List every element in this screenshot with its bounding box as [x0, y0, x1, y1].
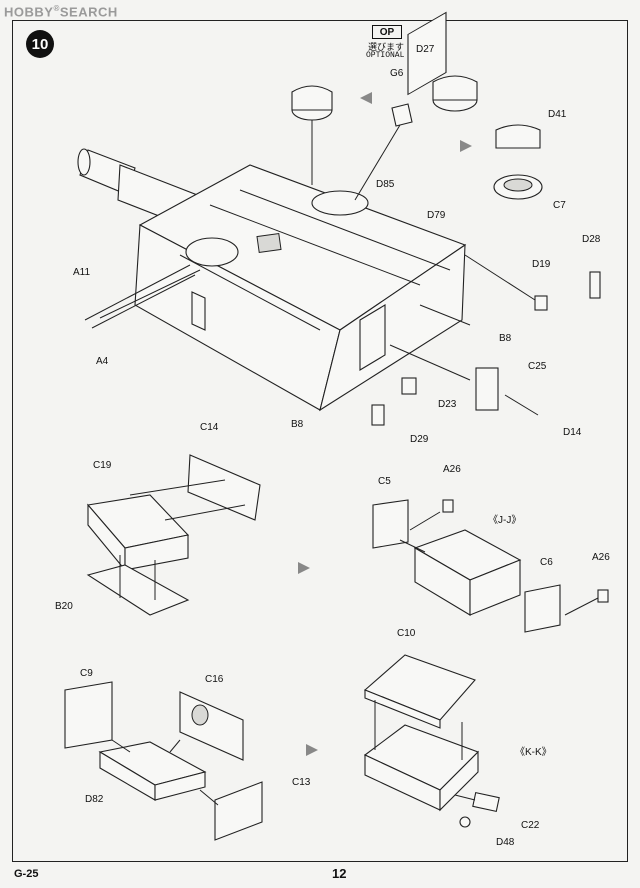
step-number-badge: 10 [26, 30, 54, 58]
side-detail-parts [84, 254, 601, 426]
label-c9: C9 [80, 668, 93, 679]
label-c25: C25 [528, 361, 547, 372]
page-frame [12, 20, 628, 862]
label-c22: C22 [521, 820, 540, 831]
label-d14: D14 [563, 427, 582, 438]
label-kk: 《K-K》 [515, 747, 552, 758]
label-c19: C19 [93, 460, 112, 471]
page-number: 12 [332, 866, 347, 881]
optional-japanese: 選びます [368, 42, 405, 52]
optional-english: OPTIONAL [366, 51, 405, 60]
box-jj-assembly [372, 499, 609, 633]
registered-mark: ® [53, 4, 60, 13]
label-c5: C5 [378, 476, 391, 487]
optional-badge-text: OP [379, 26, 395, 38]
label-c6: C6 [540, 557, 553, 568]
watermark-brand: HOBBY [4, 4, 54, 20]
storage-box-c19-assembly [86, 454, 261, 616]
label-b8-right: B8 [499, 333, 512, 344]
label-jj: 《J-J》 [488, 515, 522, 526]
label-d41: D41 [548, 109, 567, 120]
cupola-parts [291, 75, 543, 201]
label-d85: D85 [376, 179, 395, 190]
optional-badge: OP [372, 25, 402, 39]
label-d19: D19 [532, 259, 551, 270]
box-kk-assembly [363, 654, 500, 828]
main-hull-assembly [77, 11, 467, 412]
watermark-suffix: SEARCH [59, 4, 118, 20]
label-d29: D29 [410, 434, 429, 445]
label-a11: A11 [73, 267, 91, 278]
label-c7: C7 [553, 200, 566, 211]
label-a26-top: A26 [443, 464, 461, 475]
label-d28: D28 [582, 234, 601, 245]
label-d82: D82 [85, 794, 104, 805]
step-number: 10 [31, 35, 49, 53]
document-code: G-25 [14, 868, 39, 880]
watermark: HOBBY®SEARCH [4, 4, 118, 19]
label-d27: D27 [416, 44, 435, 55]
step-arrow-2 [306, 744, 318, 756]
label-d48: D48 [496, 837, 515, 848]
label-a26-bottom: A26 [592, 552, 610, 563]
label-a4: A4 [96, 356, 109, 367]
label-c10: C10 [397, 628, 416, 639]
step-arrow-1 [298, 562, 310, 574]
label-g6: G6 [390, 68, 404, 79]
label-c16: C16 [205, 674, 224, 685]
panel-d82-assembly [64, 681, 263, 841]
label-d23: D23 [438, 399, 457, 410]
label-d79: D79 [427, 210, 446, 221]
label-c14: C14 [200, 422, 219, 433]
label-b8-left: B8 [291, 419, 304, 430]
label-b20: B20 [55, 601, 73, 612]
label-c13: C13 [292, 777, 311, 788]
